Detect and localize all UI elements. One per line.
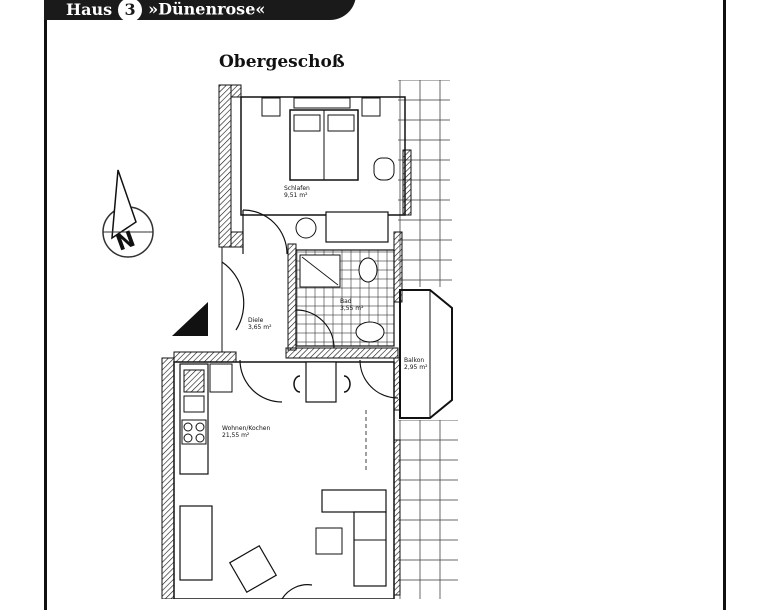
house-name: »Dünenrose« [148, 0, 266, 19]
room-bedroom [240, 96, 406, 216]
nightstand-left [261, 97, 281, 117]
toilet [358, 257, 378, 283]
chair-bedroom [373, 157, 395, 181]
nightstand-right [361, 97, 381, 117]
label-room-4-name: Balkon [404, 357, 424, 364]
double-bed [289, 109, 359, 181]
coffee-table [315, 527, 343, 555]
stool [295, 217, 317, 239]
label-room-5-area: 21,55 m² [222, 432, 250, 439]
sideboard [179, 505, 213, 581]
wardrobe [325, 211, 389, 243]
deck-middle [398, 215, 452, 287]
house-word: Haus [66, 0, 113, 19]
floor-title: Obergeschoß [219, 52, 345, 72]
dining-table [305, 361, 337, 403]
wall-bath-south [285, 347, 399, 359]
sofa [321, 489, 387, 587]
deck-bottom [398, 550, 458, 599]
compass-north-icon: N [102, 169, 154, 258]
house-header: Haus 3 »Dünenrose« [44, 0, 356, 22]
armchair [228, 544, 278, 594]
wall-bath-west [287, 243, 297, 351]
room-living [173, 361, 395, 599]
page-frame [44, 0, 726, 610]
label-room-3-area: 3,55 m² [340, 305, 364, 312]
stove [181, 419, 207, 445]
sink [183, 395, 205, 413]
label-room-4-area: 2,95 m² [404, 364, 428, 371]
washbasin [355, 321, 385, 343]
balcony-bay [399, 289, 453, 419]
label-room-5-name: Wohnen/Kochen [222, 425, 270, 432]
house-number-badge: 3 [118, 0, 143, 22]
label-room-3-name: Bad [340, 298, 352, 305]
wall-bath-east [393, 231, 403, 303]
label-room-2-name: Diele [248, 317, 264, 324]
label-room-1-name: Schlafen [284, 185, 310, 192]
stair-triangle-icon [172, 302, 208, 336]
label-room-1-area: 9,51 m² [284, 192, 308, 199]
wall-bedroom-west [218, 84, 232, 248]
wall-living-west [161, 357, 175, 599]
deck-lower [398, 420, 458, 550]
compass-label: N [113, 227, 139, 257]
label-room-2-area: 3,65 m² [248, 324, 272, 331]
